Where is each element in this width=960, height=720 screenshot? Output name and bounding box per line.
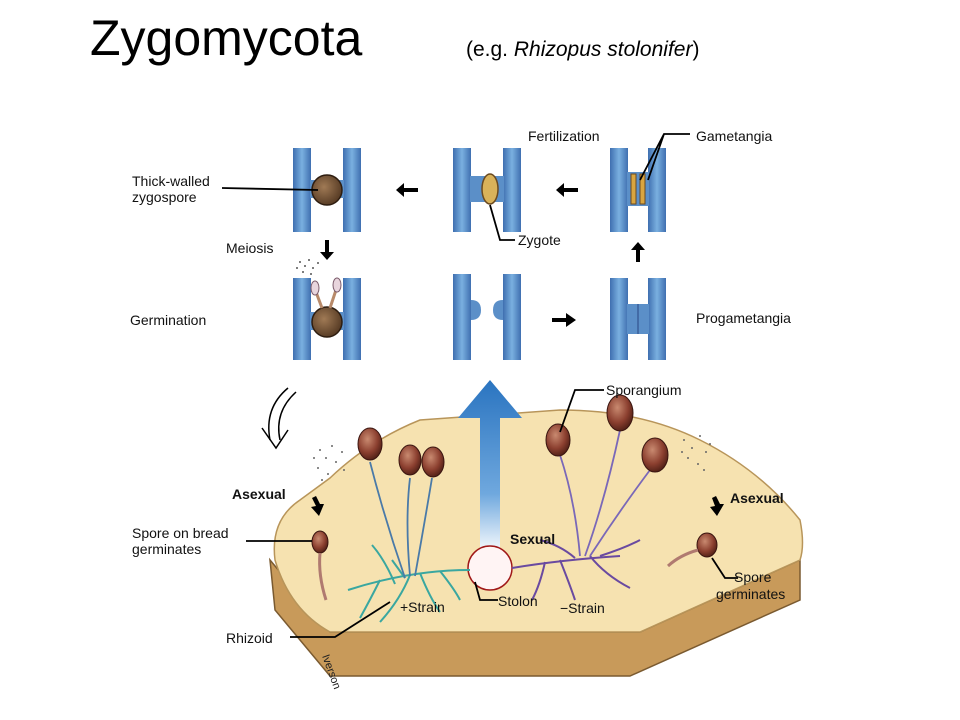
sexual-zone [467, 545, 513, 591]
label-zygospore: zygospore [132, 189, 197, 205]
arrow-down-icon [710, 496, 724, 516]
label-sexual: Sexual [510, 531, 555, 547]
subtitle-suffix: ) [692, 38, 700, 61]
approaching-hyphae-stage [453, 274, 521, 360]
sexual-arrow [458, 380, 522, 555]
spore-cloud-left [313, 445, 345, 481]
label-spore-right-germinates: germinates [716, 586, 785, 602]
leader-lines [221, 133, 738, 638]
hypha-left [453, 148, 471, 232]
label-asexual-right: Asexual [730, 490, 784, 506]
label-germination: Germination [130, 312, 206, 328]
sporangium [357, 427, 383, 461]
page-title: Zygomycota [90, 10, 363, 66]
arrow-right-icon [552, 313, 576, 327]
subtitle-species: Rhizopus stolonifer [513, 38, 693, 61]
hypha-right [343, 148, 361, 232]
cycle-arrows [320, 183, 645, 327]
label-minus-strain: −Strain [560, 600, 605, 616]
sporangium [606, 394, 634, 432]
arrow-left-icon [396, 183, 418, 197]
label-plus-strain: +Strain [400, 599, 445, 615]
gametangium [630, 173, 637, 205]
hypha-left [610, 278, 628, 360]
zygote [481, 173, 499, 205]
label-gametangia: Gametangia [696, 128, 772, 144]
page-subtitle: (e.g. Rhizopus stolonifer) [466, 38, 699, 62]
progametangia-stage [610, 278, 666, 360]
hypha-right [648, 278, 666, 360]
label-stolon: Stolon [498, 593, 538, 609]
arrow-left-icon [556, 183, 578, 197]
zygospore [311, 306, 343, 338]
curved-arrow-icon [261, 387, 297, 450]
hypha-bud [493, 300, 503, 320]
hypha-right [503, 274, 521, 360]
germ-sporangium [332, 277, 342, 293]
germinating-spore-left [311, 530, 329, 601]
hypha-bridge [627, 172, 649, 206]
hypha-left [293, 278, 311, 360]
hypha-left [453, 274, 471, 360]
minus-sporangiophores [559, 429, 651, 557]
label-zygote: Zygote [518, 232, 561, 248]
label-progametangia: Progametangia [696, 310, 791, 326]
sporangium [421, 446, 445, 478]
label-spore-on-bread: Spore on bread [132, 525, 229, 541]
germinating-spore-right [666, 532, 718, 568]
sporangium [641, 437, 669, 473]
label-asexual-left: Asexual [232, 486, 286, 502]
arrow-up-icon [631, 242, 645, 262]
hypha-bud [471, 300, 481, 320]
arrow-down-icon [311, 496, 324, 516]
arrow-down-icon [320, 240, 334, 260]
meiosis-spores [296, 259, 319, 275]
label-thick-walled: Thick-walled [132, 173, 210, 189]
minus-mycelium [511, 539, 641, 601]
label-sporangium: Sporangium [606, 382, 682, 398]
spore-cloud-right [681, 435, 711, 471]
label-rhizoid: Rhizoid [226, 630, 273, 646]
label-spore-on-bread-germinates: germinates [132, 541, 201, 557]
plus-sporangiophores [369, 461, 433, 579]
zygote-stage [453, 148, 521, 232]
sporangium [545, 423, 571, 457]
subtitle-prefix: (e.g. [466, 38, 514, 61]
germ-sporangium [310, 280, 320, 296]
label-spore-right: Spore [734, 569, 772, 585]
label-meiosis: Meiosis [226, 240, 273, 256]
sporangium [398, 444, 422, 476]
hypha-left [610, 148, 628, 232]
germ-tube [314, 289, 338, 309]
hypha-right [503, 148, 521, 232]
label-fertilization: Fertilization [528, 128, 600, 144]
hypha-right [343, 278, 361, 360]
germination-stage [293, 259, 361, 360]
gametangia-stage [610, 148, 666, 232]
